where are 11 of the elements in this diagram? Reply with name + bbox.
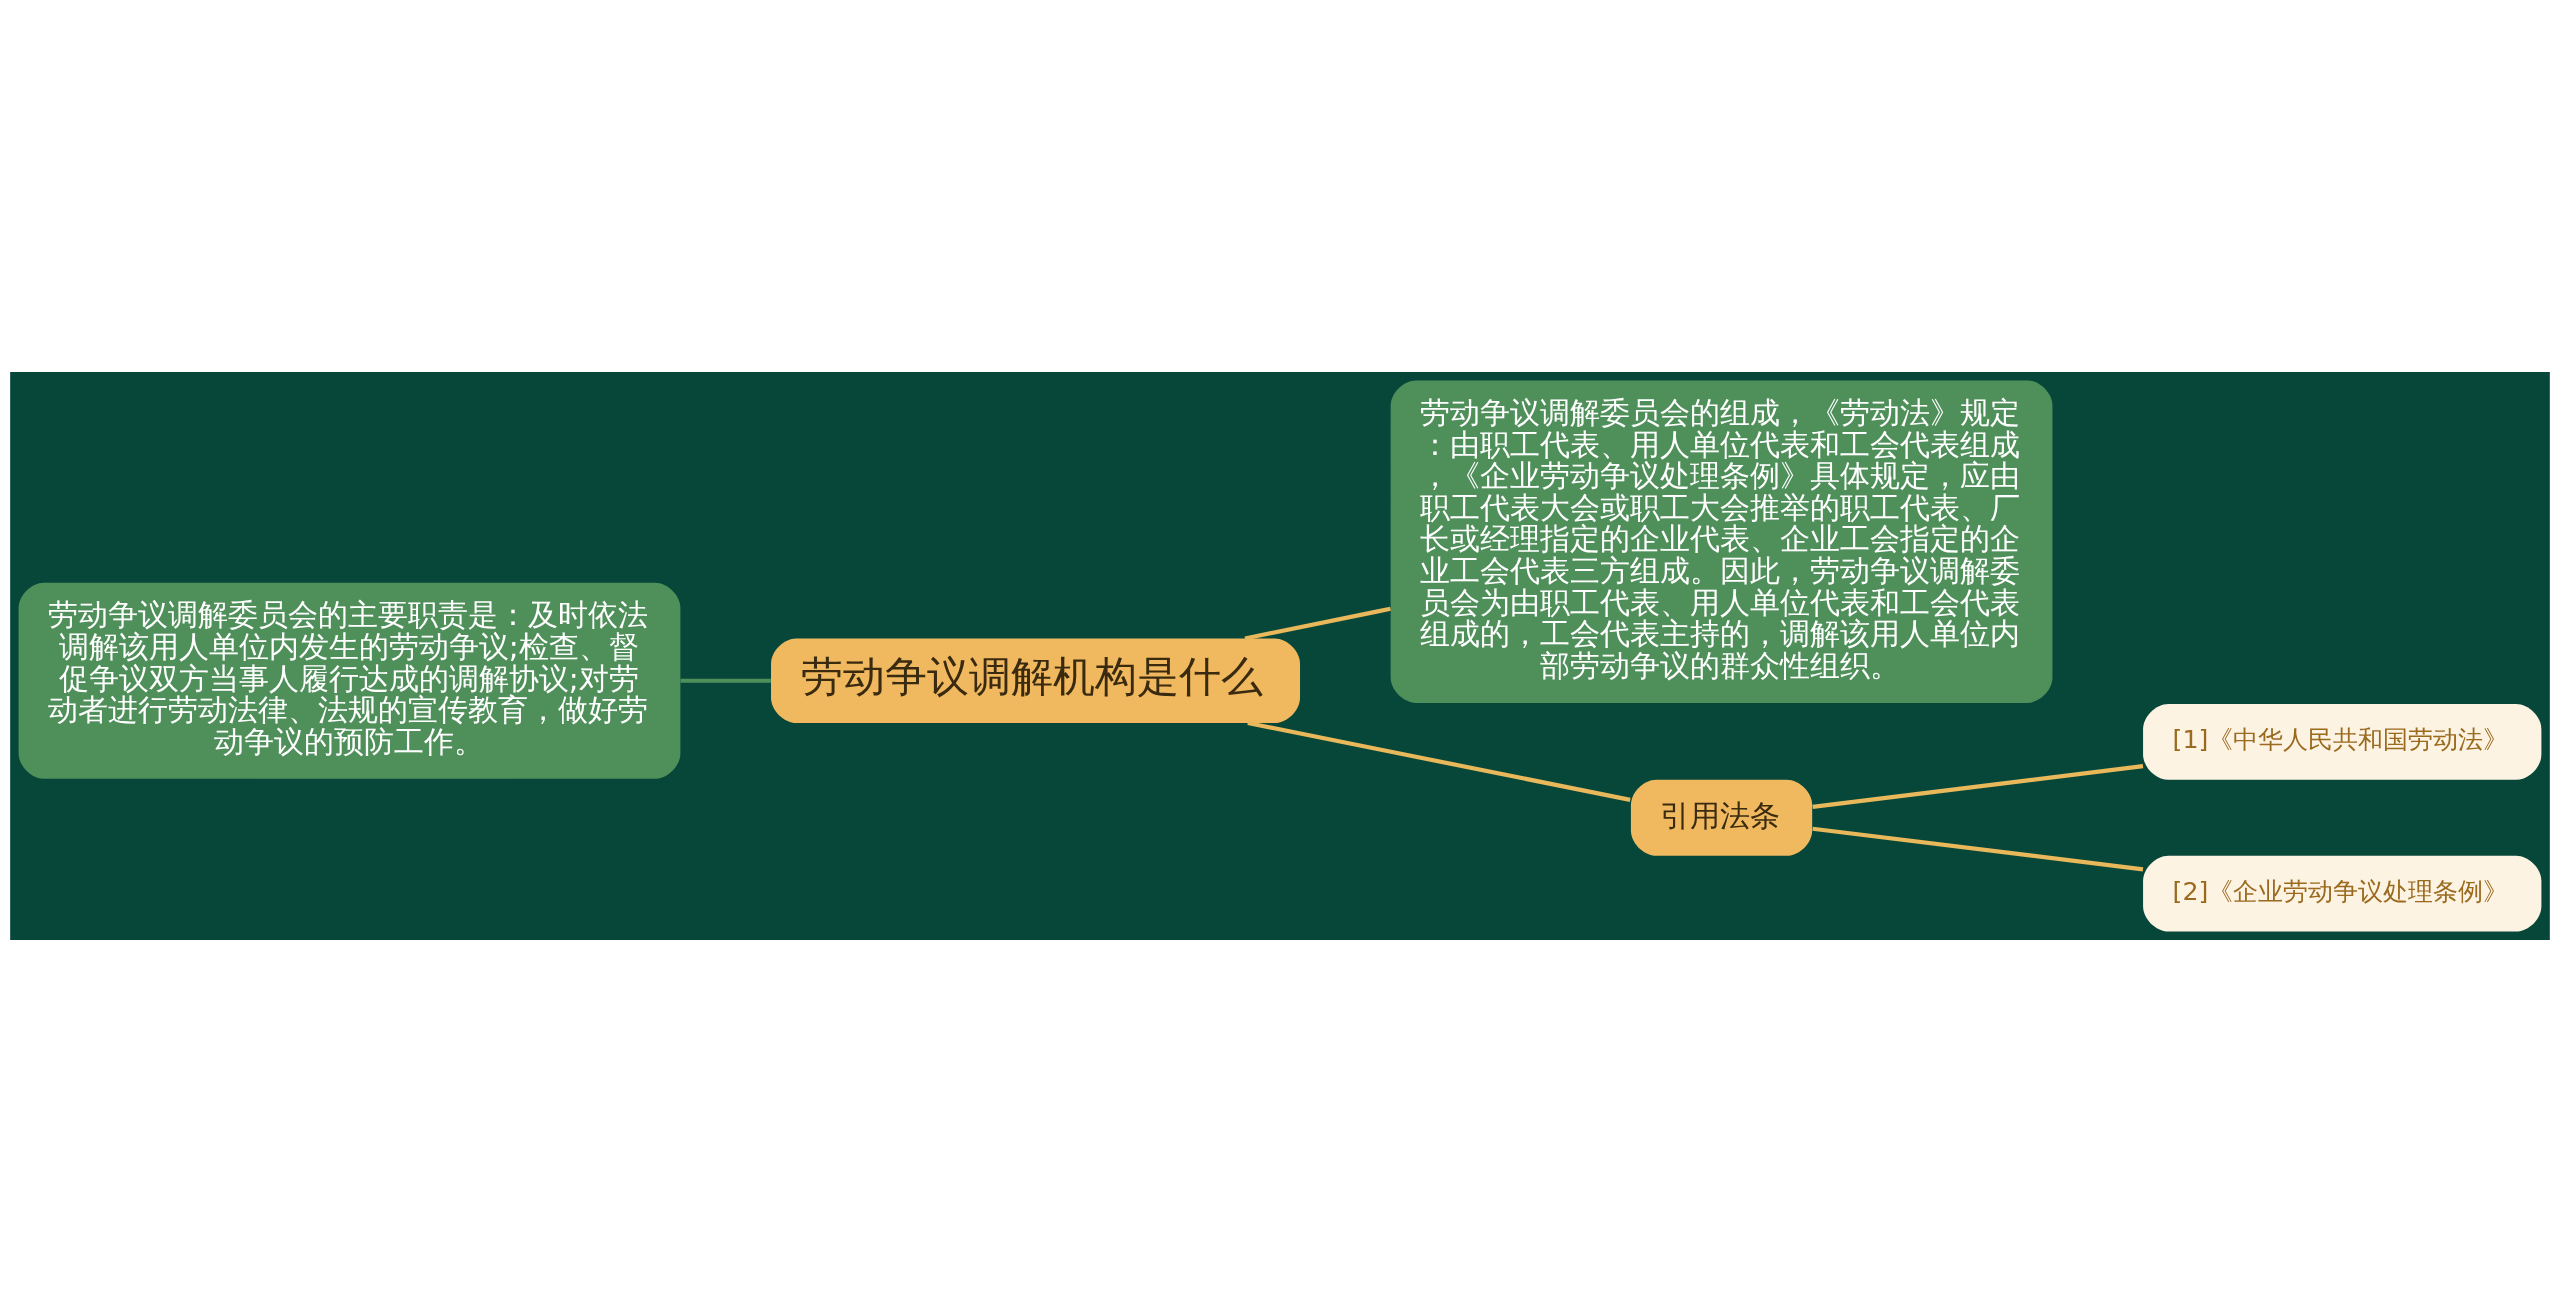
node-box: 劳动争议调解委员会的主要职责是：及时依法调解该用人单位内发生的劳动争议;检查、督促争议双方当事人履行达成的调解协议;对劳动者进行劳动法律、法规的宣传教育，做好劳动争议的预防工作。 — [18, 582, 681, 779]
connector — [1812, 826, 2144, 871]
connector — [1247, 720, 1631, 802]
node-box: [2]《企业劳动争议处理条例》 — [2143, 855, 2542, 932]
connector — [680, 678, 771, 683]
connector — [1244, 606, 1391, 641]
node-box: 劳动争议调解委员会的组成，《劳动法》规定：由职工代表、用人单位代表和工会代表组成，《企业劳动争议处理条例》具体规定，应由职工代表大会或职工大会推举的职工代表、厂长或经理指定的企业代表、企业工会指定的企业工会代表三方组成。因此，劳动争议调解委员会为由职工代表、用人单位代表和工会代表组成的，工会代表主持的，调解该用人单位内部劳动争议的群众性组织。 — [1390, 379, 2053, 703]
node-box: 引用法条 — [1630, 779, 1813, 856]
node-box: [1]《中华人民共和国劳动法》 — [2143, 703, 2542, 780]
node-box: 劳动争议调解机构是什么 — [771, 638, 1300, 723]
connector — [1812, 763, 2144, 809]
